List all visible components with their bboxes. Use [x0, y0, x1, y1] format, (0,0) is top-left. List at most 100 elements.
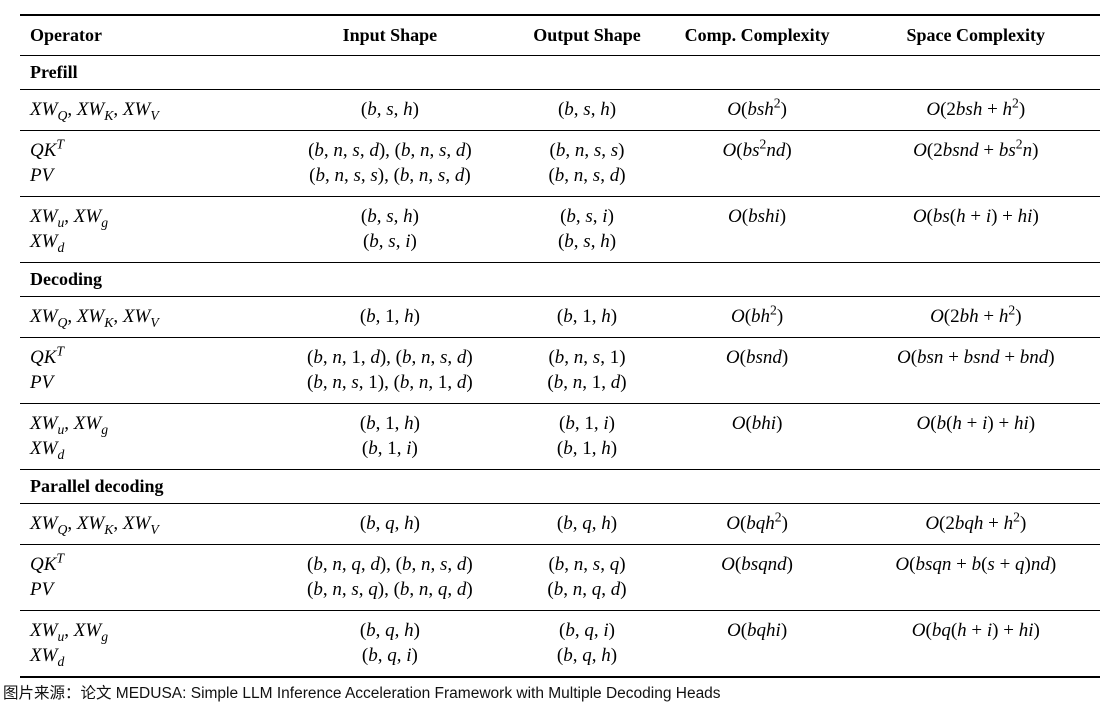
math-expression: (b, n, q, d), (b, n, s, d) — [307, 554, 473, 575]
math-expression: (b, s, h) — [557, 231, 617, 252]
math-expression: XWd — [30, 231, 65, 255]
space-cell: O(bsn + bsnd + bnd) — [851, 337, 1100, 404]
math-expression: (b, q, i) — [361, 645, 418, 666]
header-space-complexity: Space Complexity — [851, 15, 1100, 56]
section-title: Prefill — [20, 55, 1100, 90]
input-cell: (b, 1, h)(b, 1, i) — [268, 403, 512, 470]
math-expression: PV — [30, 579, 54, 600]
math-expression: O(bqhi) — [726, 620, 788, 641]
math-expression: (b, n, s, 1) — [548, 347, 626, 368]
comp-cell: O(bsnd) — [662, 337, 852, 404]
math-expression: (b, q, h) — [556, 513, 618, 534]
output-cell: (b, n, s, s)(b, n, s, d) — [511, 130, 663, 197]
output-cell: (b, 1, h) — [511, 296, 663, 338]
space-cell: O(bsqn + b(s + q)nd) — [851, 544, 1100, 611]
math-expression: (b, q, h) — [556, 645, 618, 666]
math-expression: (b, n, s, q) — [548, 554, 626, 575]
math-expression: (b, n, q, d) — [547, 579, 627, 600]
math-expression: XWu, XWg — [30, 413, 109, 437]
comp-cell: O(bh2) — [662, 296, 852, 338]
math-expression: (b, n, s, d) — [548, 165, 626, 186]
input-cell: (b, s, h) (b, s, i) — [268, 196, 512, 263]
input-cell: (b, q, h) — [268, 503, 512, 545]
output-cell: (b, q, h) — [511, 503, 663, 545]
math-expression: XWQ, XWK, XWV — [30, 513, 159, 537]
comp-cell: O(bqh2) — [662, 503, 852, 545]
math-expression: (b, n, 1, d), (b, n, s, d) — [307, 347, 473, 368]
math-expression: O(bshi) — [728, 206, 787, 227]
math-expression: (b, s, i) — [362, 231, 417, 252]
math-expression: (b, q, i) — [559, 620, 615, 641]
table-header: Operator Input Shape Output Shape Comp. … — [20, 15, 1100, 56]
math-expression: O(bsnd) — [725, 347, 789, 368]
math-expression: O(bsn + bsnd + bnd) — [896, 347, 1055, 368]
comp-cell: O(bsqnd) — [662, 544, 852, 611]
comp-cell: O(bsh2) — [662, 89, 852, 131]
math-expression: O(bs2nd) — [722, 136, 792, 161]
math-expression: (b, 1, h) — [359, 306, 420, 327]
math-expression: (b, 1, h) — [359, 413, 420, 434]
space-cell: O(bq(h + i) + hi) — [851, 610, 1100, 677]
math-expression: (b, s, h) — [557, 99, 617, 120]
math-expression: XWQ, XWK, XWV — [30, 99, 159, 123]
output-cell: (b, n, s, 1)(b, n, 1, d) — [511, 337, 663, 404]
header-input-shape: Input Shape — [268, 15, 512, 56]
math-expression: O(bs(h + i) + hi) — [912, 206, 1039, 227]
space-cell: O(bs(h + i) + hi) — [851, 196, 1100, 263]
math-expression: XWd — [30, 645, 65, 669]
math-expression: (b, q, h) — [359, 620, 420, 641]
math-expression: O(2bh + h2) — [930, 302, 1022, 327]
header-row: Operator Input Shape Output Shape Comp. … — [20, 15, 1100, 56]
math-expression: (b, s, i) — [560, 206, 614, 227]
section-title: Decoding — [20, 262, 1100, 297]
math-expression: O(bsh2) — [727, 95, 787, 120]
section-row: Decoding — [20, 262, 1100, 297]
space-cell: O(b(h + i) + hi) — [851, 403, 1100, 470]
math-expression: (b, q, h) — [359, 513, 420, 534]
math-expression: XWQ, XWK, XWV — [30, 306, 159, 330]
math-expression: O(2bqh + h2) — [925, 509, 1027, 534]
comp-cell: O(bs2nd) — [662, 130, 852, 197]
comp-cell: O(bqhi) — [662, 610, 852, 677]
table-row: XWQ, XWK, XWV (b, q, h) (b, q, h) O(bqh2) O(… — [20, 503, 1100, 545]
math-expression: (b, 1, h) — [556, 438, 618, 459]
math-expression: (b, s, h) — [360, 99, 419, 120]
math-expression: (b, n, s, 1), (b, n, 1, d) — [307, 372, 473, 393]
output-cell: (b, n, s, q) (b, n, q, d) — [511, 544, 663, 611]
math-expression: (b, 1, i) — [559, 413, 615, 434]
math-expression: O(bhi) — [731, 413, 783, 434]
math-expression: O(2bsnd + bs2n) — [913, 136, 1039, 161]
math-expression: (b, n, s, s), (b, n, s, d) — [309, 165, 471, 186]
input-cell: (b, n, s, d), (b, n, s, d)(b, n, s, s), … — [268, 130, 512, 197]
math-expression: XWd — [30, 438, 65, 462]
math-expression: PV — [30, 165, 54, 186]
math-expression: (b, s, h) — [360, 206, 419, 227]
space-cell: O(2bsnd + bs2n) — [851, 130, 1100, 197]
header-operator: Operator — [20, 15, 269, 56]
comp-cell: O(bhi) — [662, 403, 852, 470]
math-expression: O(bh2) — [730, 302, 784, 327]
math-expression: O(bsqn + b(s + q)nd) — [895, 554, 1057, 575]
math-expression: (b, n, s, q), (b, n, q, d) — [307, 579, 473, 600]
math-expression: (b, 1, h) — [556, 306, 618, 327]
math-expression: O(2bsh + h2) — [926, 95, 1026, 120]
input-cell: (b, n, 1, d), (b, n, s, d) (b, n, s, 1), … — [268, 337, 512, 404]
math-expression: PV — [30, 372, 54, 393]
output-cell: (b, q, i) (b, q, h) — [511, 610, 663, 677]
space-cell: O(2bsh + h2) — [851, 89, 1100, 131]
operator-complexity-table: Operator Input Shape Output Shape Comp. … — [20, 14, 1100, 678]
math-expression: O(bsqnd) — [721, 554, 793, 575]
